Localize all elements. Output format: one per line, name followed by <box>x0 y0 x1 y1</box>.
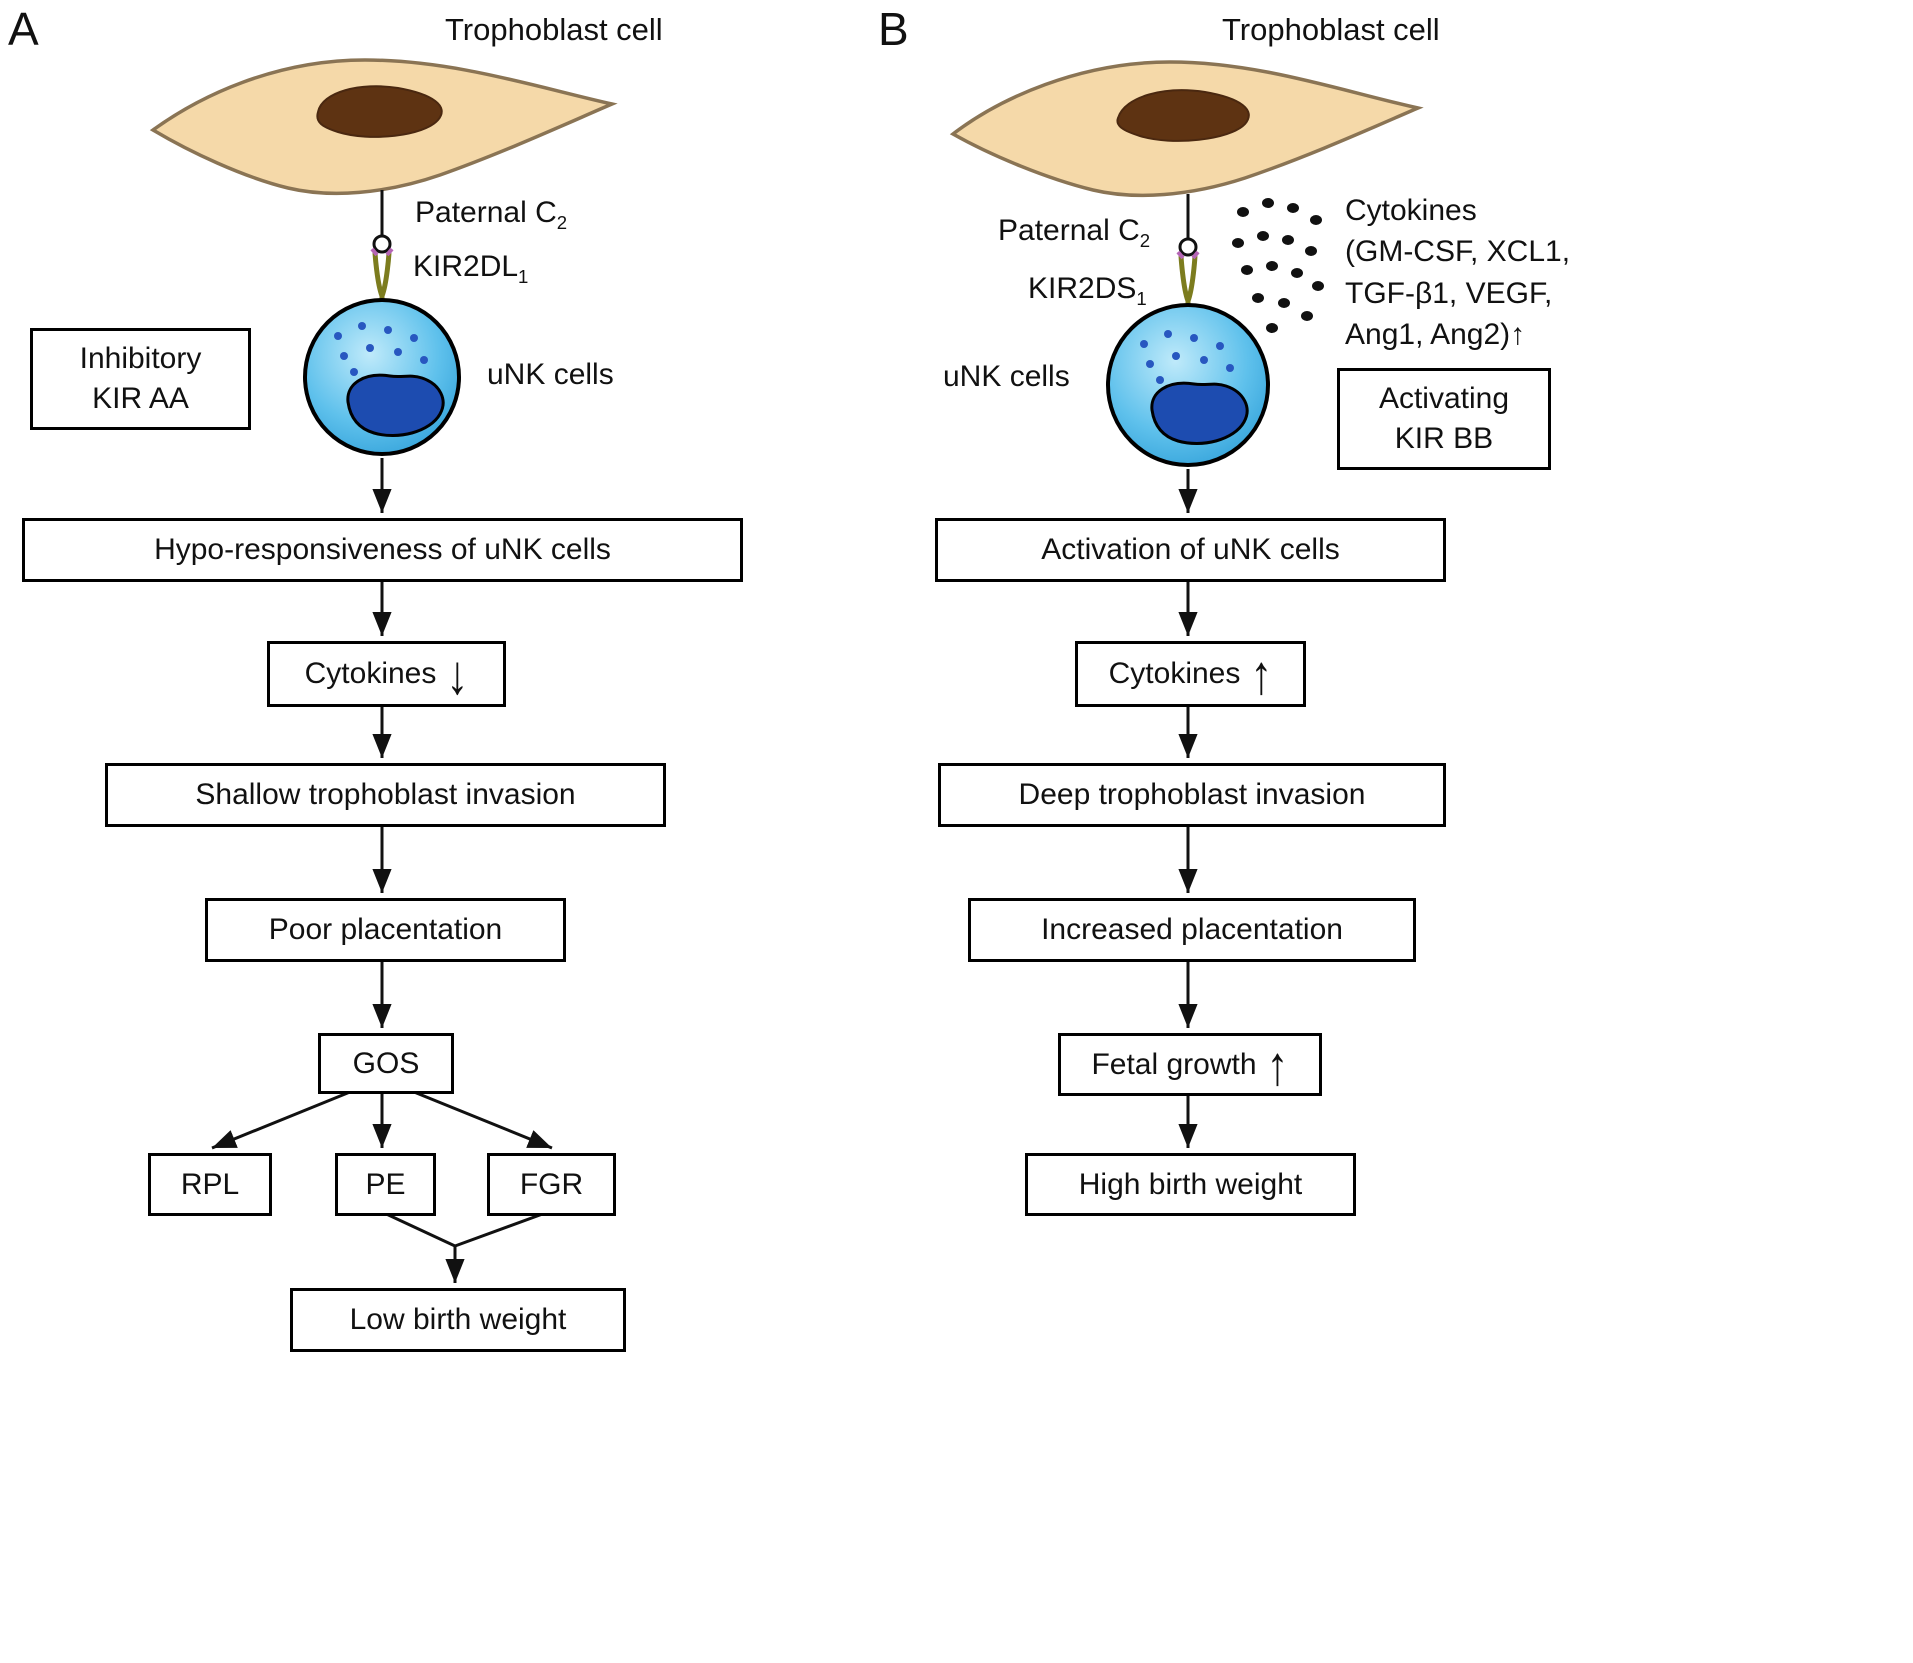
outcome-box-fgr: FGR <box>487 1153 616 1216</box>
flow-box-low-birth-weight: Low birth weight <box>290 1288 626 1352</box>
kir2ds1-sub: 1 <box>1136 288 1147 309</box>
trophoblast-cell-label-a: Trophoblast cell <box>445 12 663 47</box>
trophoblast-cell-label-b: Trophoblast cell <box>1222 12 1440 47</box>
flow-box-fetal-growth: Fetal growth ↑ <box>1058 1033 1322 1096</box>
flow-box-deep-invasion: Deep trophoblast invasion <box>938 763 1446 827</box>
ligand-circle-a <box>372 234 392 254</box>
cytokine-dots <box>1232 198 1324 333</box>
cytokines-annotation-line4: Ang1, Ang2)↑ <box>1345 318 1526 352</box>
flow-box-poor-placentation: Poor placentation <box>205 898 566 962</box>
cytokines-annotation: Cytokines (GM-CSF, XCL1, TGF-β1, VEGF, A… <box>1345 190 1570 356</box>
unk-nucleus-b <box>1150 381 1249 445</box>
unk-nucleus-a <box>346 373 445 437</box>
flow-box-high-birth-weight: High birth weight <box>1025 1153 1356 1216</box>
ligand-circle-b <box>1178 237 1198 257</box>
paternal-c2-label-b: Paternal C2 <box>998 214 1150 252</box>
kir-receptor-a <box>372 252 392 303</box>
outcome-box-rpl: RPL <box>148 1153 272 1216</box>
paternal-c2-text-a: Paternal C <box>415 196 557 229</box>
fetal-growth-text: Fetal growth <box>1091 1047 1257 1081</box>
kir2dl1-text: KIR2DL <box>413 250 519 283</box>
kir2ds1-label: KIR2DS1 <box>1028 272 1147 310</box>
kir-box-line2-b: KIR BB <box>1394 422 1494 455</box>
kir-box-line1-b: Activating <box>1378 381 1510 415</box>
kir2dl1-sub: 1 <box>518 266 529 287</box>
flow-box-hypo-responsiveness: Hypo-responsiveness of uNK cells <box>22 518 743 582</box>
kir-receptor-tip-b <box>1176 250 1200 260</box>
panel-label-b: B <box>878 3 909 55</box>
flow-arrows-a <box>211 458 553 1283</box>
cytokines-text-a: Cytokines <box>304 657 437 690</box>
flow-box-shallow-invasion: Shallow trophoblast invasion <box>105 763 666 827</box>
flow-box-gos: GOS <box>318 1033 454 1094</box>
activating-kir-bb-box: Activating KIR BB <box>1337 368 1551 470</box>
kir2ds1-text: KIR2DS <box>1028 272 1137 305</box>
flow-box-cytokines-up: Cytokines ↑ <box>1075 641 1306 707</box>
kir2dl1-label: KIR2DL1 <box>413 250 528 288</box>
kir-box-line1-a: Inhibitory <box>79 341 202 375</box>
trophoblast-nucleus-b <box>1116 89 1250 142</box>
unk-cells-label-a: uNK cells <box>487 358 614 391</box>
unk-granules-b <box>1140 330 1234 384</box>
cytokines-annotation-line3: TGF-β1, VEGF, <box>1345 276 1553 310</box>
flow-box-cytokines-down: Cytokines ↓ <box>267 641 506 707</box>
flow-box-activation: Activation of uNK cells <box>935 518 1446 582</box>
outcome-box-pe: PE <box>335 1153 436 1216</box>
paternal-c2-sub-b: 2 <box>1139 230 1151 251</box>
unk-cells-label-b: uNK cells <box>943 360 1070 393</box>
paternal-c2-sub-a: 2 <box>556 212 568 233</box>
panel-label-a: A <box>8 3 39 55</box>
unk-granules-a <box>334 322 428 376</box>
cytokines-text-b: Cytokines <box>1108 657 1241 690</box>
trophoblast-nucleus-a <box>316 85 443 138</box>
inhibitory-kir-aa-box: Inhibitory KIR AA <box>30 328 251 430</box>
kir-receptor-tip-a <box>370 247 394 257</box>
kir-box-line2-a: KIR AA <box>92 382 189 415</box>
cytokines-annotation-line1: Cytokines <box>1345 194 1477 227</box>
cytokines-annotation-line2: (GM-CSF, XCL1, <box>1345 235 1571 269</box>
paternal-c2-label-a: Paternal C2 <box>415 196 567 234</box>
kir-receptor-b <box>1178 255 1198 308</box>
flow-box-increased-placentation: Increased placentation <box>968 898 1416 962</box>
paternal-c2-text-b: Paternal C <box>998 214 1140 247</box>
